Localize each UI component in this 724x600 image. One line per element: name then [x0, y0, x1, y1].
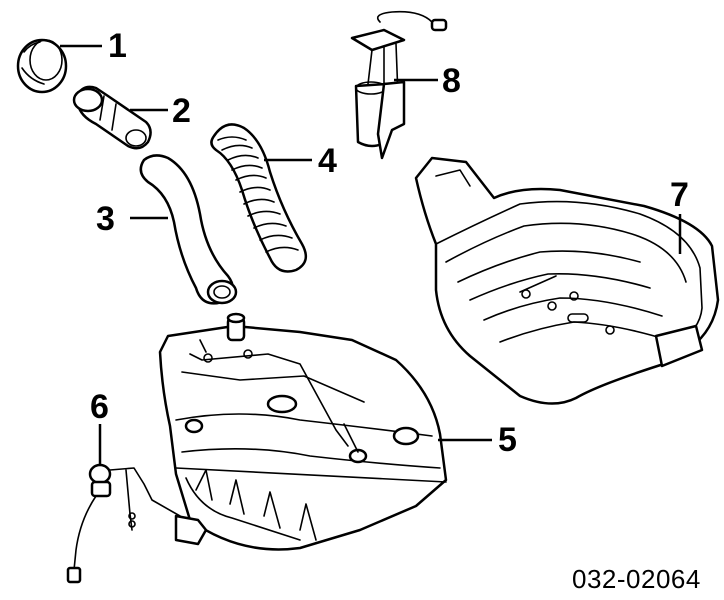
callout-8: 8: [442, 62, 461, 100]
breather-hose[interactable]: [210, 123, 308, 273]
callout-4: 4: [318, 142, 337, 180]
callout-1: 1: [108, 27, 127, 65]
filler-neck[interactable]: [72, 85, 152, 150]
fuel-pump-assembly[interactable]: [350, 10, 448, 160]
callout-3: 3: [96, 200, 115, 238]
callout-6: 6: [90, 388, 109, 426]
callout-7: 7: [670, 176, 689, 214]
diagram-id: 032-02064: [572, 564, 701, 594]
fuel-level-sender[interactable]: [66, 463, 208, 584]
tank-skid-plate[interactable]: [414, 156, 720, 405]
filler-cap[interactable]: [16, 38, 68, 94]
fuel-tank[interactable]: [158, 312, 448, 551]
callout-5: 5: [498, 421, 517, 459]
filler-hose[interactable]: [139, 154, 238, 305]
callout-2: 2: [172, 92, 191, 130]
